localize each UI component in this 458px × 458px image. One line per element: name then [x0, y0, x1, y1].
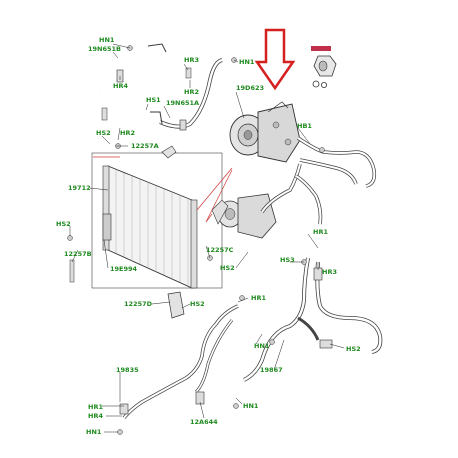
label-19867: 19867: [260, 366, 283, 374]
label-hr3-top: HR3: [184, 56, 199, 64]
part-labels: HN1 19N651B HR3 HR4 HN1 HR2 19D623 HS1 1…: [56, 36, 361, 436]
installed-compressor-icon: [211, 193, 277, 239]
label-12a644: 12A644: [190, 418, 218, 426]
label-hs3: HS3: [280, 256, 295, 264]
condenser-icon: [102, 165, 198, 289]
label-hr3-b: HR3: [322, 268, 337, 276]
label-hb1: HB1: [297, 122, 312, 130]
label-19d623: 19D623: [236, 84, 264, 92]
label-19e994: 19E994: [110, 265, 138, 273]
label-12257d: 12257D: [124, 300, 153, 308]
hose-19867-icon: [243, 257, 383, 382]
label-hs2-c: HS2: [220, 264, 235, 272]
label-19835: 19835: [116, 366, 139, 374]
hose-19n651a-icon: [150, 58, 223, 131]
leader-lines: [69, 43, 345, 433]
label-hs2-e: HS2: [346, 345, 361, 353]
highlighted-sensor-icon: [311, 46, 337, 89]
label-hr1-b: HR1: [251, 294, 266, 302]
label-19n651b: 19N651B: [88, 45, 121, 53]
label-hs2-b: HS2: [56, 220, 71, 228]
compressor-icon: [229, 101, 301, 163]
label-hn1-comp: HN1: [239, 58, 255, 66]
label-hr4: HR4: [113, 82, 128, 90]
pipe-assembly-right-icon: [260, 136, 377, 225]
fasteners-icon: [67, 45, 325, 435]
hose-19835-icon: [119, 304, 239, 420]
label-12257a: 12257A: [131, 142, 159, 150]
label-hn1-mid: HN1: [254, 342, 270, 350]
label-12257b: 12257B: [64, 250, 92, 258]
label-19712: 19712: [68, 184, 91, 192]
label-hn1-top: HN1: [99, 36, 115, 44]
label-hr4-b: HR4: [88, 412, 103, 420]
label-hr1-c: HR1: [88, 403, 103, 411]
red-leader-lines: [93, 156, 233, 223]
label-hn1-bot: HN1: [243, 402, 259, 410]
label-hr2-mid: HR2: [120, 129, 135, 137]
label-hs2-a: HS2: [96, 129, 111, 137]
label-hs2-d: HS2: [190, 300, 205, 308]
label-12257c: 12257C: [206, 246, 234, 254]
label-hn1-last: HN1: [86, 428, 102, 436]
down-arrow-icon: [254, 28, 296, 91]
label-hr1-a: HR1: [313, 228, 328, 236]
label-hs1: HS1: [146, 96, 161, 104]
label-19n651a: 19N651A: [166, 99, 199, 107]
label-hr2-top: HR2: [184, 88, 199, 96]
